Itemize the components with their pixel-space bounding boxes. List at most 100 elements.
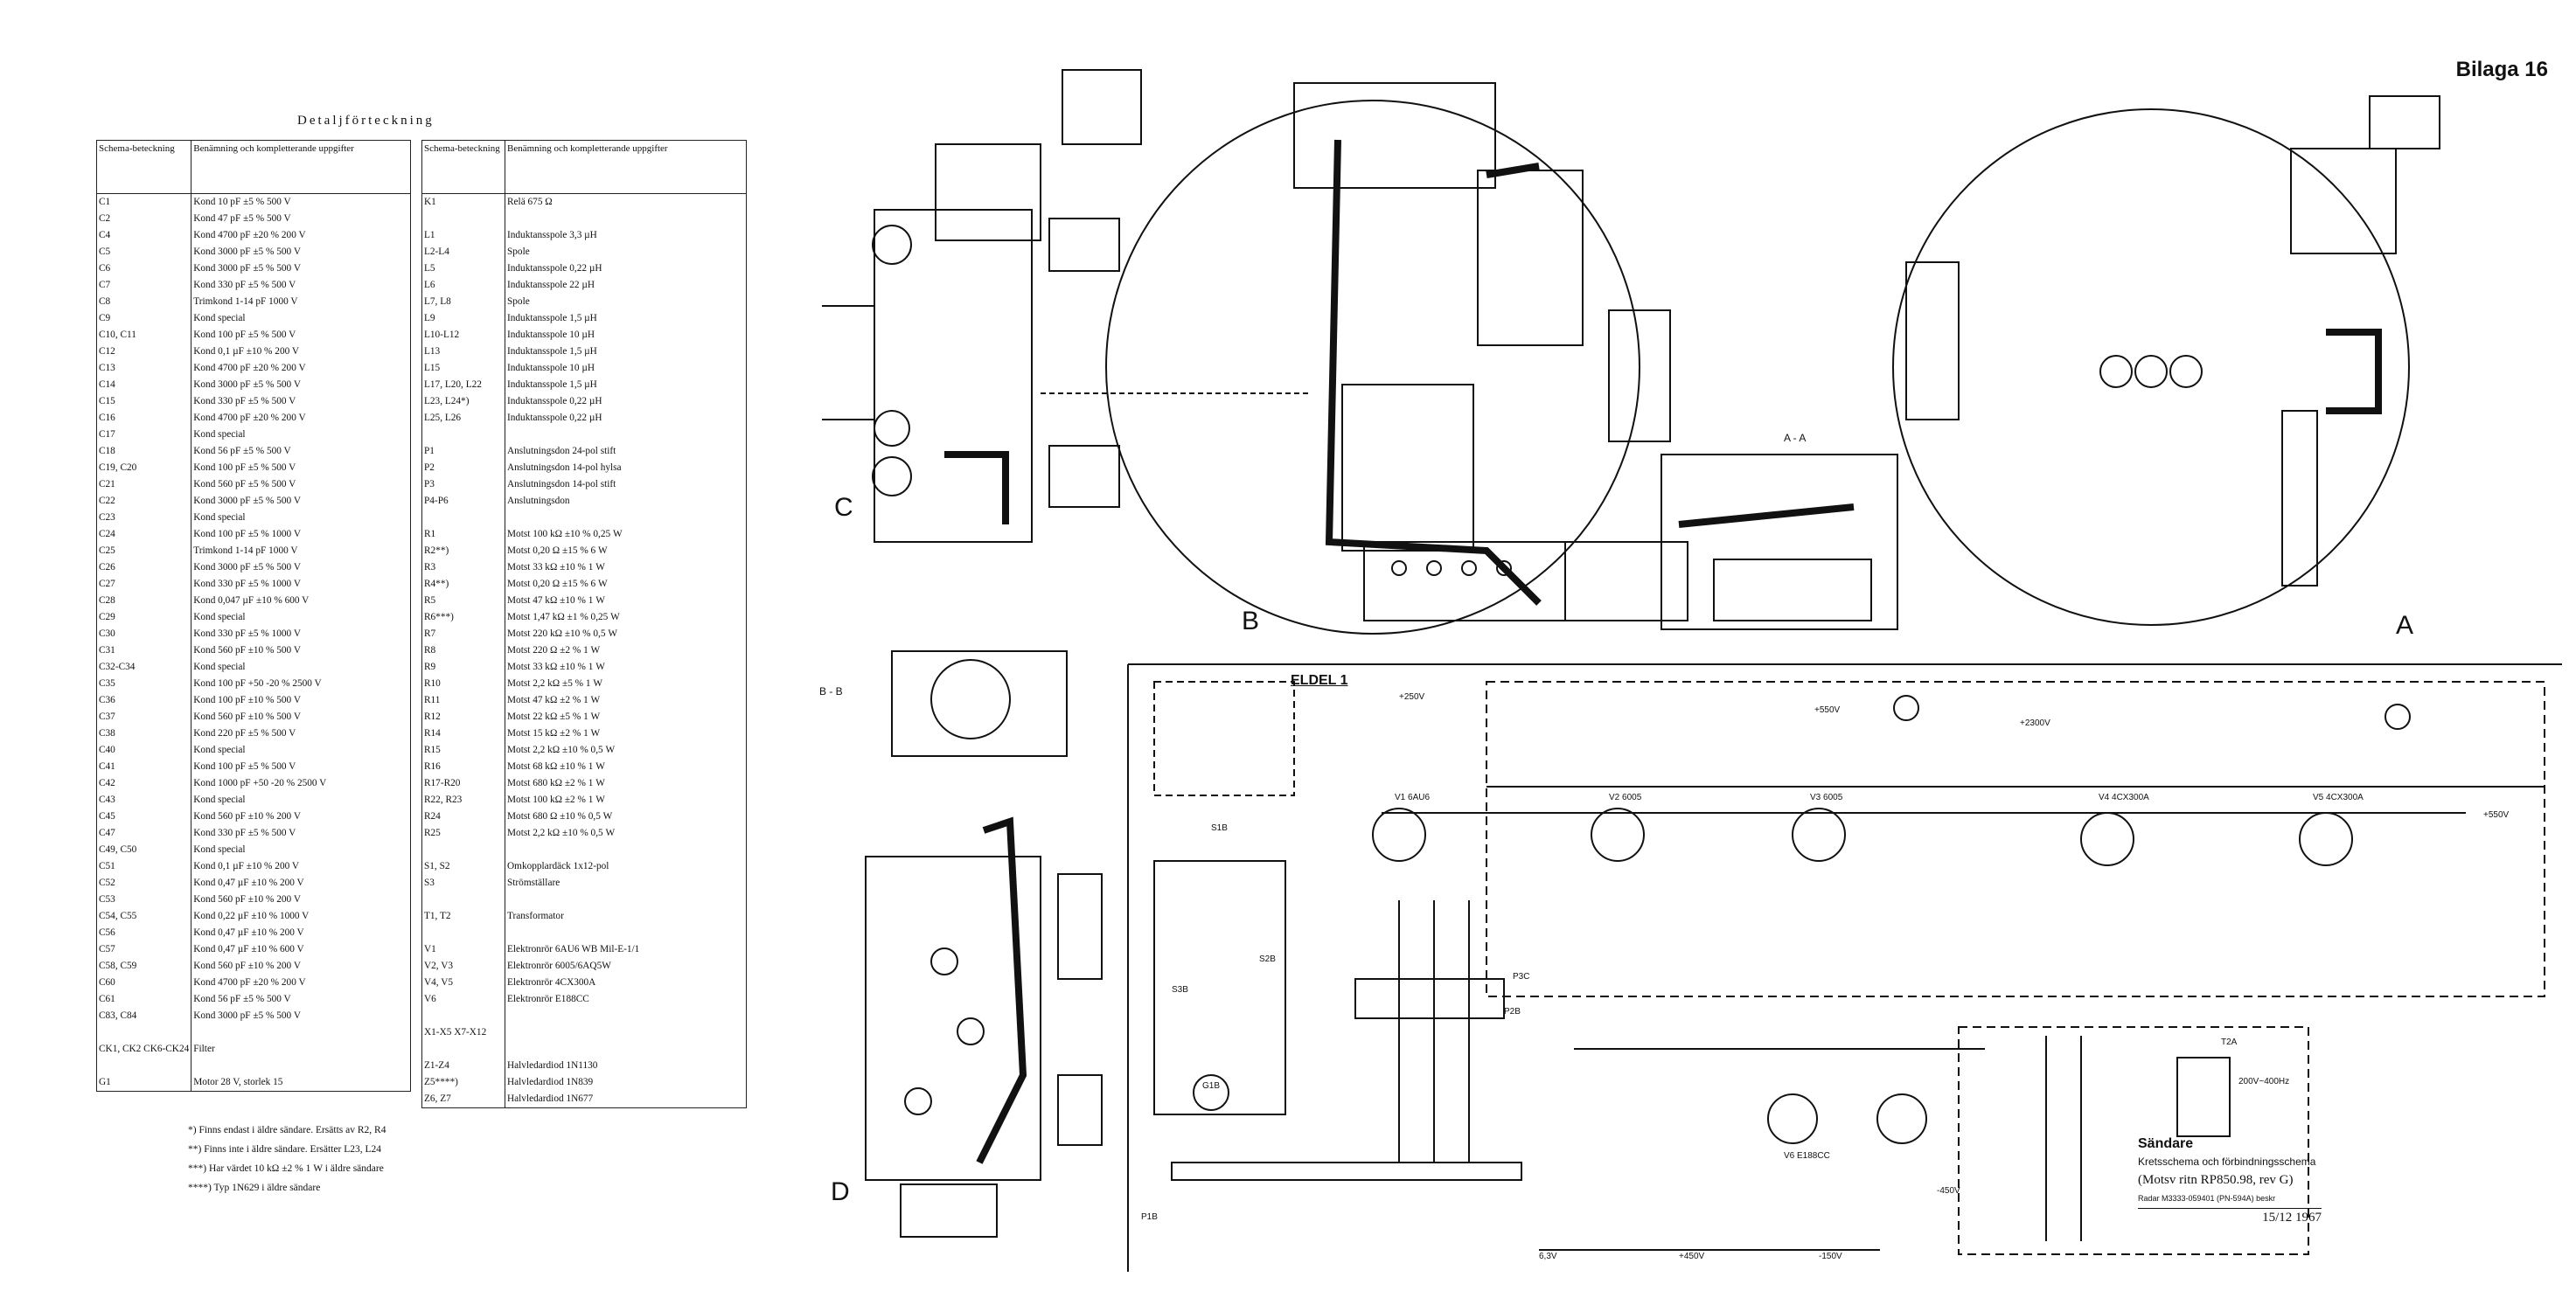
description-cell: Elektronrör 6005/6AQ5W [507,960,611,971]
designation-header: Schema-beteckning [421,140,505,194]
designation-cell: V2, V3 [421,958,505,975]
schematic-label-voltage: -150V [1819,1252,1842,1261]
description-cell: Motst 680 Ω ±10 % 0,5 W [507,810,613,822]
description-cell: Spole [507,295,530,307]
description-cell: Kond 330 pF ±5 % 1000 V [193,578,301,589]
description-cell: Relä 675 Ω [507,196,553,207]
description-cell: Kond special [193,611,246,622]
designation-cell: C83, C84 [96,1008,192,1024]
designation-cell: C29 [96,609,192,626]
description-cell: Transformator [507,910,564,921]
schematic-label-connector: S3B [1172,985,1188,995]
description-cell: Kond 3000 pF ±5 % 500 V [193,495,301,506]
description-cell: Kond 560 pF ±5 % 500 V [193,478,296,489]
schematic-label-voltage: -450V [1937,1186,1960,1196]
schematic-label-connector: S1B [1211,823,1228,833]
designation-cell: L9 [421,310,505,327]
table-row [421,427,747,443]
designation-cell: C4 [96,227,192,244]
table-row [421,842,747,858]
description-cell: Kond 56 pF ±5 % 500 V [193,993,291,1004]
description-cell: Trimkond 1-14 pF 1000 V [193,295,298,307]
appendix-label: Bilaga 16 [2455,58,2548,81]
description-cell: Motst 0,20 Ω ±15 % 6 W [507,578,608,589]
designation-cell: C37 [96,709,192,725]
description-cell: Elektronrör 6AU6 WB Mil-E-1/1 [507,943,640,954]
description-cell: Kond 100 pF ±5 % 500 V [193,462,296,473]
designation-cell: R4**) [421,576,505,593]
designation-cell: C60 [96,975,192,991]
designation-cell: C38 [96,725,192,742]
designation-cell: C51 [96,858,192,875]
schematic-label-voltage: +450V [1679,1252,1705,1261]
description-cell: Kond special [193,312,246,323]
designation-cell: C14 [96,377,192,393]
description-cell: Kond 10 pF ±5 % 500 V [193,196,291,207]
designation-cell [421,510,505,526]
table-row [421,211,747,227]
designation-cell: C45 [96,809,192,825]
designation-cell: C12 [96,344,192,360]
designation-cell: C22 [96,493,192,510]
designation-cell: C7 [96,277,192,294]
designation-cell: R1 [421,526,505,543]
designation-cell: R16 [421,759,505,775]
designation-cell: R8 [421,642,505,659]
description-cell: Strömställare [507,877,560,888]
designation-cell: CK1, CK2 CK6-CK24 [96,1041,192,1058]
section-label-a-a: A - A [1784,432,1806,444]
schematic-label-voltage: +250V [1399,692,1425,702]
schematic-label-connector: G1B [1202,1081,1220,1091]
designation-cell [96,1024,192,1041]
description-cell: Kond special [193,843,246,855]
description-cell: Motst 100 kΩ ±10 % 0,25 W [507,528,623,539]
designation-cell [421,1041,505,1058]
designation-cell: R10 [421,676,505,692]
description-cell: Kond 100 pF ±5 % 1000 V [193,528,301,539]
designation-cell: C19, C20 [96,460,192,476]
designation-cell: R24 [421,809,505,825]
designation-cell: C47 [96,825,192,842]
description-cell: Motst 47 kΩ ±2 % 1 W [507,694,601,705]
footnote-2: **) Finns inte i äldre sändare. Ersätter… [188,1144,381,1155]
parts-list: Schema-beteckning Benämning och komplett… [96,140,748,1119]
designation-cell [421,1008,505,1024]
description-cell: Kond 560 pF ±10 % 200 V [193,810,301,822]
description-cell: Kond 4700 pF ±20 % 200 V [193,229,306,240]
schematic-label-connector: P1B [1141,1212,1158,1222]
view-label-c: C [834,493,853,522]
designation-cell: Z6, Z7 [421,1091,505,1108]
schematic-label-tube: V6 E188CC [1784,1151,1830,1161]
description-cell: Kond 330 pF ±5 % 500 V [193,279,296,290]
description-cell: Omkopplardäck 1x12-pol [507,860,609,871]
description-cell: Kond 560 pF ±10 % 200 V [193,893,301,905]
designation-cell: L2-L4 [421,244,505,260]
designation-cell: V1 [421,941,505,958]
eldel-label: ELDEL 1 [1291,673,1348,688]
